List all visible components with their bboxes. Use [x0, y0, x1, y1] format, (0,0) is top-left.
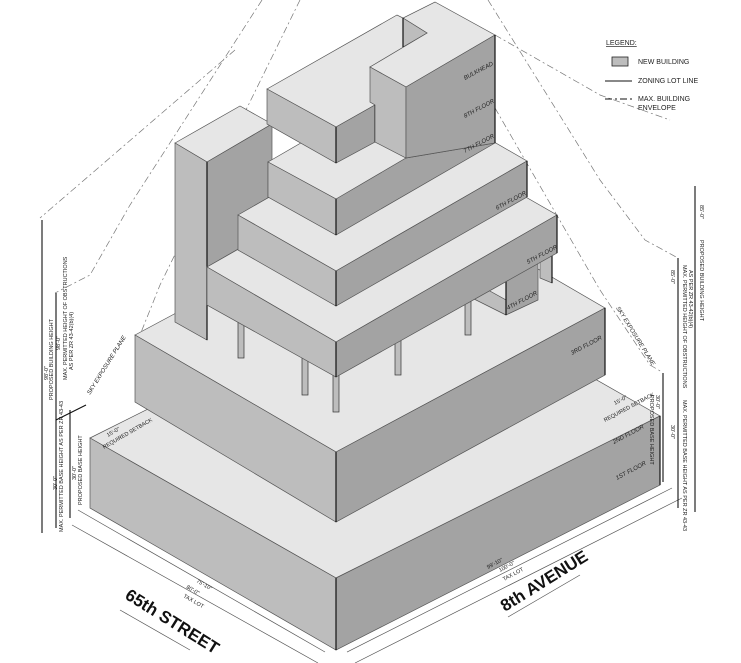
left-obstruction-value: 98'-0" — [56, 336, 62, 350]
street-name-65th: 65th STREET — [122, 585, 223, 658]
right-obstruction-ref: AS PER ZR 43-42(b)(4) — [687, 270, 693, 328]
bulkhead-tower — [369, 1, 496, 159]
left-lot-label: TAX LOT — [182, 594, 205, 611]
left-height-dimensions: 98'-0" PROPOSED BUILDING HEIGHT 98'-0" M… — [41, 220, 87, 533]
right-proposed-base-value: 30'-0" — [654, 395, 660, 409]
right-obstruction-label: MAX. PERMITTED HEIGHT OF OBSTRUCTIONS — [681, 265, 687, 389]
legend-zoning-lot-line: ZONING LOT LINE — [638, 78, 698, 85]
right-building-height-label: PROPOSED BUILDING HEIGHT — [698, 240, 704, 322]
right-max-base-value: 30'-0" — [669, 425, 675, 439]
eighth-floor-block — [266, 14, 404, 164]
legend-max-envelope-line2: ENVELOPE — [638, 105, 676, 112]
left-obstruction-ref: AS PER ZR 43-42(b)(4) — [69, 312, 75, 370]
right-height-dimensions: 85'-0" PROPOSED BUILDING HEIGHT 85'-0" M… — [648, 186, 704, 531]
left-proposed-base-value: 30'-0" — [72, 466, 78, 480]
left-building-height-label: PROPOSED BUILDING HEIGHT — [49, 318, 55, 400]
legend-new-building: NEW BUILDING — [638, 59, 689, 66]
left-max-base-label: MAX. PERMITTED BASE HEIGHT AS PER ZR 43-… — [59, 401, 65, 532]
left-building-height-value: 98'-0" — [44, 366, 50, 380]
legend: LEGEND: NEW BUILDING ZONING LOT LINE MAX… — [605, 40, 698, 112]
legend-new-building-swatch — [611, 56, 629, 67]
right-setback-value: 15'-0" — [613, 395, 628, 407]
right-building-height-value: 85'-0" — [698, 205, 704, 219]
right-proposed-base-label: PROPOSED BASE HEIGHT — [648, 395, 654, 465]
right-max-base-label: MAX. PERMITTED BASE HEIGHT AS PER ZR 43-… — [681, 400, 687, 531]
left-sky-exposure-plane: SKY EXPOSURE PLANE — [87, 334, 129, 396]
legend-max-envelope: MAX. BUILDING — [638, 96, 690, 103]
left-max-base-value: 30'-0" — [53, 476, 59, 490]
zoning-lot-lines — [71, 487, 683, 663]
right-sky-exposure-plane: SKY EXPOSURE PLANE — [614, 306, 656, 368]
left-proposed-base-label: PROPOSED BASE HEIGHT — [78, 435, 84, 505]
legend-title: LEGEND: — [606, 40, 637, 47]
left-obstruction-label: MAX. PERMITTED HEIGHT OF OBSTRUCTIONS — [63, 256, 69, 380]
right-obstruction-value: 85'-0" — [669, 270, 675, 284]
